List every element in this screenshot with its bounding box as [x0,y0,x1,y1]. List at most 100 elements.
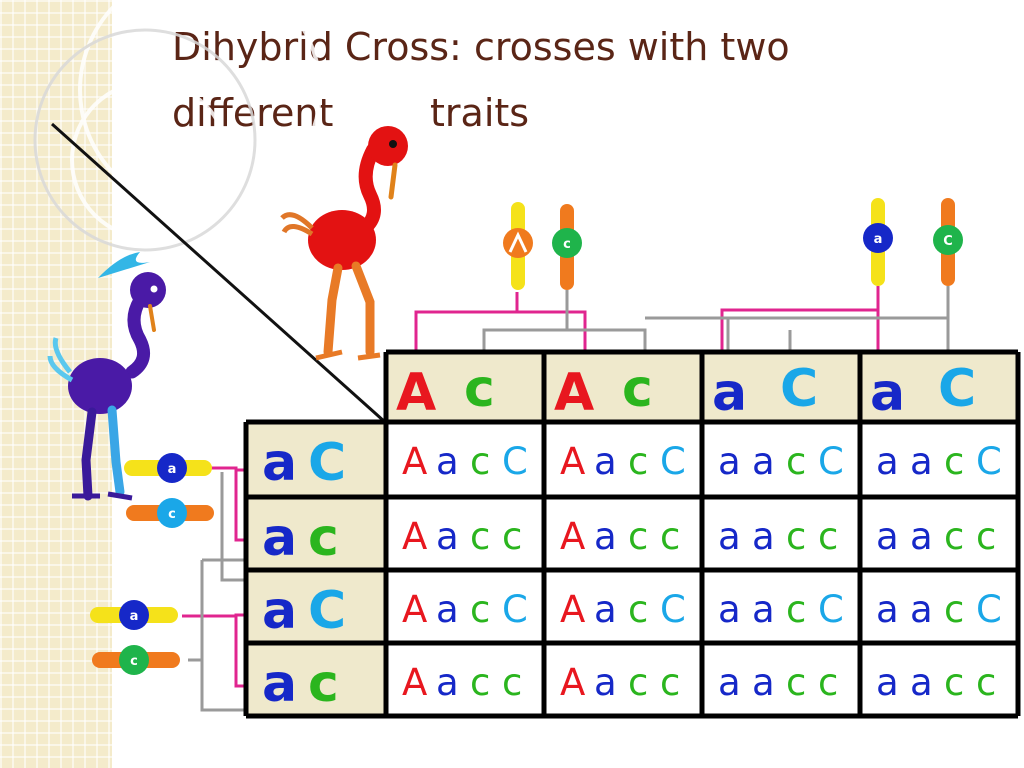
genotype-allele: C [502,440,528,483]
column-header-allele: A [396,363,436,423]
row-header-allele: a [262,433,297,493]
column-header-allele: C [780,359,818,419]
genotype-allele: c [470,515,490,558]
genotype-allele: A [402,515,427,558]
genotype-allele: C [660,440,686,483]
genotype-allele: c [660,661,680,704]
genotype-allele: a [876,661,899,704]
genotype-allele: c [628,515,648,558]
purple-flamingo-icon [47,252,166,501]
genotype-allele: c [786,515,806,558]
genotype-allele: c [944,515,964,558]
genotype-allele: a [594,515,617,558]
genotype-allele: a [910,588,933,631]
chromosome-allele-a: a [874,232,883,247]
row-header-allele: a [262,654,297,714]
genotype-allele: A [560,661,585,704]
diagonal-divider [50,122,387,424]
genotype-allele: a [436,661,459,704]
column-header-allele: c [622,359,653,419]
genotype-allele: a [436,515,459,558]
genotype-allele: C [502,588,528,631]
genotype-allele: A [402,661,427,704]
genotype-allele: c [944,440,964,483]
genotype-allele: c [818,661,838,704]
genotype-allele: a [752,588,775,631]
genotype-allele: a [910,515,933,558]
genotype-allele: a [594,661,617,704]
genotype-allele: c [976,515,996,558]
genotype-allele: c [470,661,490,704]
genotype-allele: a [910,661,933,704]
chromosome-allele-c: c [168,507,176,522]
decorative-arcs [33,0,322,252]
genotype-allele: a [910,440,933,483]
chromosome-allele-a: a [168,462,177,477]
genotype-allele: A [560,515,585,558]
genotype-allele: a [436,588,459,631]
genotype-allele: a [594,440,617,483]
genotype-allele: a [718,440,741,483]
genotype-allele: C [660,588,686,631]
chromosome-allele-C: C [943,234,953,249]
genotype-allele: a [876,588,899,631]
genotype-allele: a [594,588,617,631]
chromosome-allele-c: c [563,237,571,252]
row-header-allele: a [262,508,297,568]
genotype-allele: c [502,515,522,558]
column-header-allele: a [712,363,747,423]
genotype-allele: a [752,515,775,558]
genotype-allele: c [628,588,648,631]
genotype-allele: a [752,661,775,704]
genotype-allele: A [402,440,427,483]
column-header-allele: a [870,363,905,423]
column-header-allele: c [464,359,495,419]
genotype-allele: C [818,440,844,483]
row-header-allele: C [308,581,346,641]
genotype-allele: A [560,440,585,483]
genotype-allele: A [560,588,585,631]
genotype-allele: a [718,588,741,631]
genotype-allele: a [752,440,775,483]
genotype-allele: c [628,661,648,704]
genotype-allele: a [436,440,459,483]
chromosome-icon: a c [90,600,180,675]
row-header-allele: C [308,433,346,493]
chromosome-icon: a c [124,453,214,528]
genotype-allele: a [876,515,899,558]
genotype-allele: c [818,515,838,558]
genotype-allele: c [944,588,964,631]
genotype-allele: C [976,588,1002,631]
genotype-allele: a [718,661,741,704]
genotype-allele: c [944,661,964,704]
punnett-grid-lines [243,349,1021,719]
row-header-allele: a [262,581,297,641]
genotype-allele: c [976,661,996,704]
chromosome-allele-a: a [130,609,139,624]
chromosome-allele-c: c [130,654,138,669]
genotype-allele: c [786,440,806,483]
red-flamingo-icon [280,126,408,361]
genotype-allele: C [818,588,844,631]
row-header-allele: c [308,508,339,568]
column-header-allele: A [554,363,594,423]
genotype-allele: c [628,440,648,483]
column-header-allele: C [938,359,976,419]
genotype-allele: c [660,515,680,558]
genotype-allele: C [976,440,1002,483]
chromosome-icon: a C [863,198,963,286]
chromosome-icon: c [503,202,582,290]
genotype-allele: a [718,515,741,558]
genotype-allele: c [470,588,490,631]
genotype-allele: c [786,588,806,631]
genotype-allele: c [786,661,806,704]
genotype-allele: c [502,661,522,704]
genotype-allele: A [402,588,427,631]
row-header-allele: c [308,654,339,714]
genotype-allele: c [470,440,490,483]
